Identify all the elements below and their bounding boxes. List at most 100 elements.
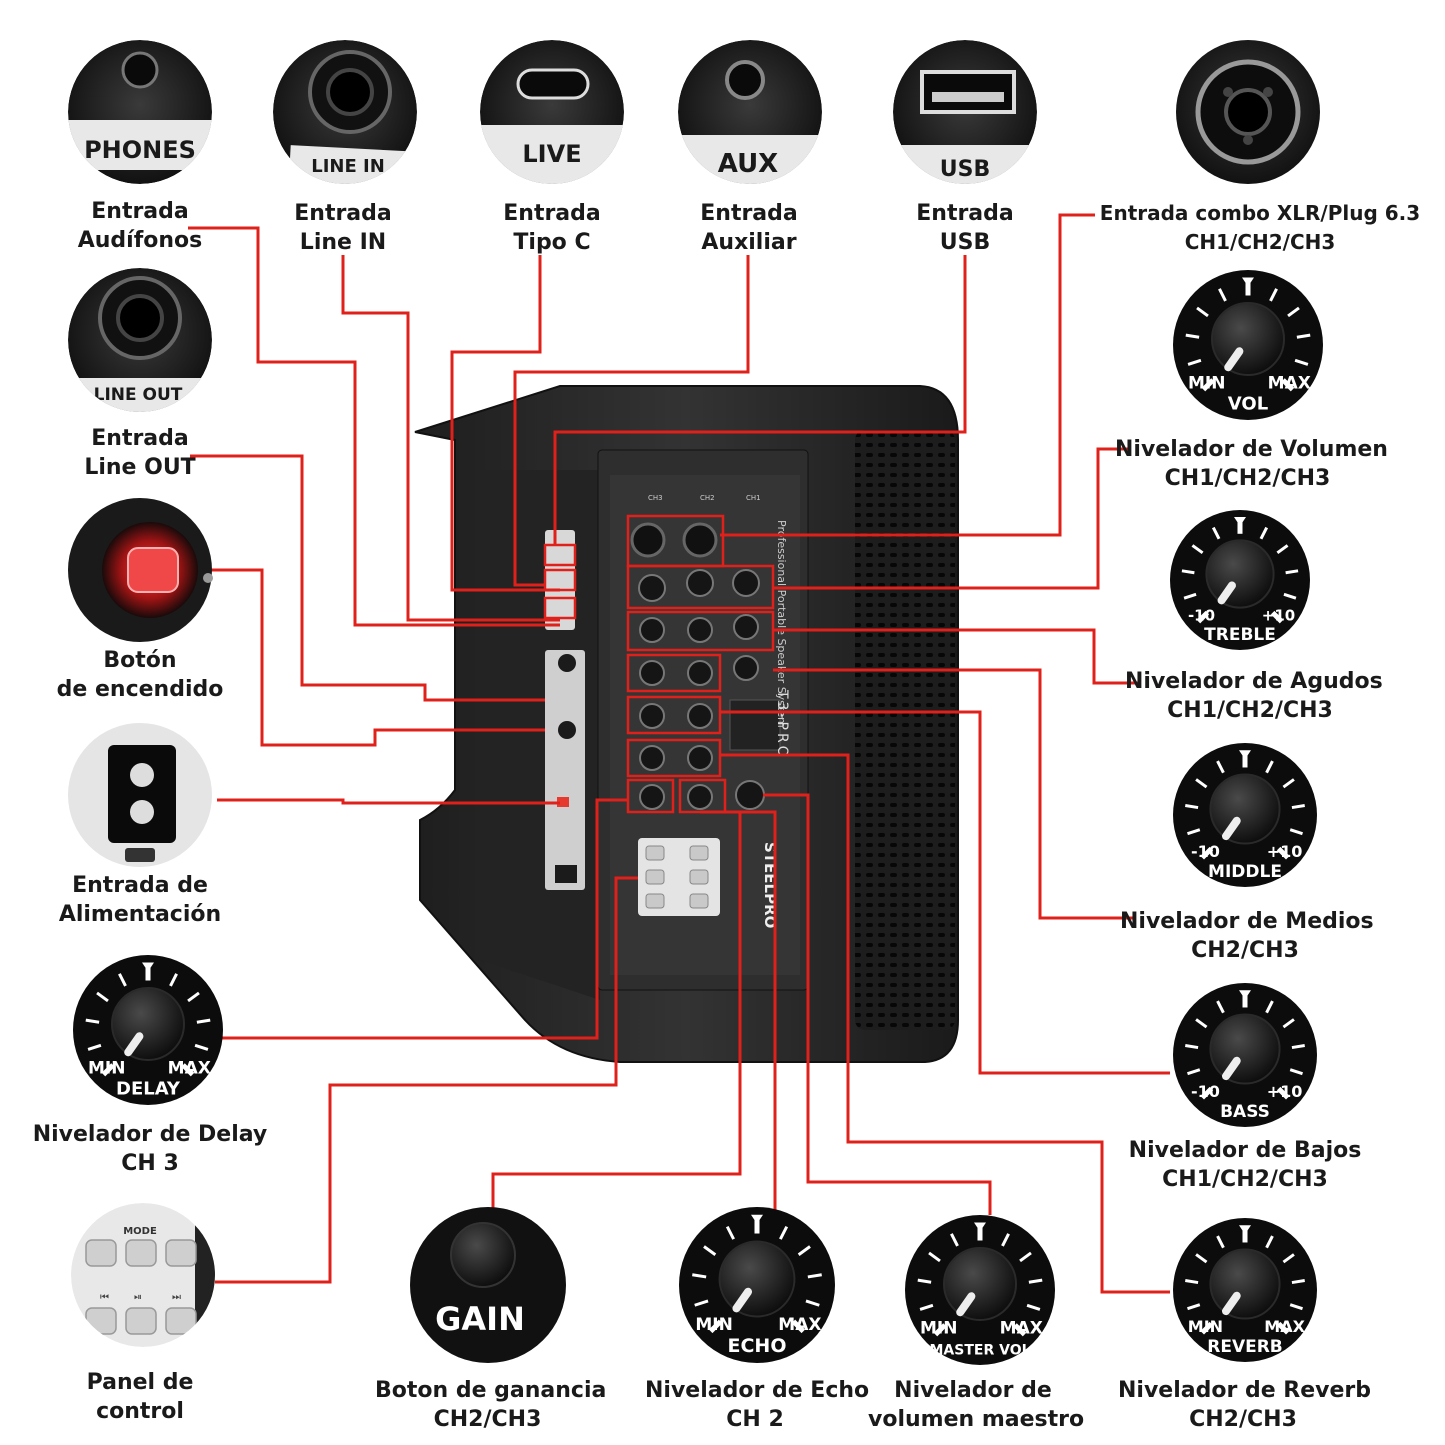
thumb-delay-label-text: DELAY [116,1079,181,1100]
callout-echo-line2: CH 2 [726,1407,784,1432]
callout-delay-line2: CH 3 [121,1151,179,1176]
thumb-gain: GAIN [410,1207,566,1363]
callout-delay-line1: Nivelador de Delay [32,1122,268,1147]
thumb-phones: PHONES [68,40,212,184]
thumb-live-text: LIVE [522,140,581,168]
callout-xlr-line2: CH1/CH2/CH3 [1184,230,1336,254]
thumb-line-out: LINE OUT [68,268,212,412]
thumb-power-button [68,498,213,642]
thumb-vol-high-text: MAX [1268,374,1311,394]
thumb-treble-low-text: -10 [1188,607,1215,625]
speaker-tagline: Professional Portable Speaker System [775,520,788,728]
callout-bass-line2: CH1/CH2/CH3 [1162,1167,1328,1192]
speaker-model: T3-PRO [774,689,790,760]
callout-reverb-line2: CH2/CH3 [1189,1407,1297,1432]
speaker-ch-label-2: CH2 [700,494,715,502]
callout-volume-line1: Nivelador de Volumen [1115,437,1388,462]
thumb-middle-low-text: -10 [1191,842,1220,861]
callout-aux-line1: Entrada [700,201,798,226]
callout-master-line2: volumen maestro [868,1407,1085,1432]
thumb-echo-low-text: MIN [695,1315,732,1335]
callout-control-panel: Panel de control [60,1368,220,1426]
callout-phones-line1: Entrada [91,199,189,224]
io-strip-top [545,530,575,630]
callout-power-button-line2: de encendido [56,677,224,702]
thumb-control-panel: MODE ⏮ ⏯ ⏭ [71,1203,215,1347]
callout-line-in-line1: Entrada [294,201,392,226]
svg-text:⏮: ⏮ [100,1292,109,1303]
callout-aux-line2: Auxiliar [701,230,797,255]
thumb-usb: USB [893,40,1037,184]
thumb-reverb-high-text: MAX [1264,1317,1305,1336]
callout-treble: Nivelador de Agudos CH1/CH2/CH3 [1125,667,1383,725]
callout-usb-line1: Entrada [916,201,1014,226]
thumb-delay-low-text: MIN [88,1059,125,1079]
thumb-line-in: LINE IN [273,40,417,184]
svg-text:⏭: ⏭ [172,1292,181,1303]
callout-line-out: Entrada Line OUT [60,424,220,482]
callout-type-c: Entrada Tipo C [472,199,632,257]
callout-bass-line1: Nivelador de Bajos [1128,1138,1362,1163]
svg-text:⏯: ⏯ [134,1292,142,1303]
callout-xlr-line1: Entrada combo XLR/Plug 6.3 [1099,201,1421,225]
callout-xlr: Entrada combo XLR/Plug 6.3 CH1/CH2/CH3 [1090,199,1430,257]
thumb-vol-label-text: VOL [1228,394,1268,415]
callout-treble-line2: CH1/CH2/CH3 [1167,698,1333,723]
callout-type-c-line1: Entrada [503,201,601,226]
callout-power-input-line2: Alimentación [58,902,222,927]
callout-phones-line2: Audífonos [77,228,203,253]
callout-echo-line1: Nivelador de Echo [645,1378,870,1403]
thumb-mode-text: MODE [123,1226,157,1237]
callout-line-out-line2: Line OUT [84,455,196,480]
thumb-middle-high-text: +10 [1267,842,1303,861]
callout-master-line1: Nivelador de [894,1378,1052,1403]
callout-echo: Nivelador de Echo CH 2 [645,1376,870,1434]
callout-power-button-line1: Botón [103,648,177,673]
speaker-grille [855,430,955,1030]
thumb-bass-low-text: -10 [1191,1082,1220,1101]
thumb-treble-high-text: +10 [1262,607,1295,625]
thumb-gain-text: GAIN [435,1300,525,1338]
callout-line-in: Entrada Line IN [263,199,423,257]
callout-control-panel-line2: control [96,1399,184,1424]
callout-power-input: Entrada de Alimentación [50,871,230,929]
callout-control-panel-line1: Panel de [86,1370,194,1395]
leader-lines [188,213,1170,1294]
callout-delay: Nivelador de Delay CH 3 [30,1120,270,1178]
callout-reverb-line1: Nivelador de Reverb [1118,1378,1372,1403]
callout-middle-line2: CH2/CH3 [1191,938,1299,963]
callout-phones: Entrada Audífonos [60,197,220,255]
callout-usb-line2: USB [939,230,991,255]
callout-treble-line1: Nivelador de Agudos [1125,669,1383,694]
thumb-delay-high-text: MAX [168,1059,211,1079]
callout-line-in-line2: Line IN [299,230,387,255]
thumb-aux: AUX [678,40,822,184]
thumb-echo-high-text: MAX [778,1315,821,1335]
callout-line-out-line1: Entrada [91,426,189,451]
thumb-knob-master: MIN MAX MASTER VOL [905,1215,1055,1365]
thumb-master-label-text: MASTER VOL [929,1343,1030,1359]
callout-gain-line2: CH2/CH3 [433,1407,542,1432]
thumb-power-inlet [68,723,212,867]
thumb-echo-label-text: ECHO [728,1335,787,1357]
callout-aux: Entrada Auxiliar [669,199,829,257]
thumb-master-high-text: MAX [1000,1319,1043,1339]
callout-power-input-line1: Entrada de [72,873,208,898]
callout-type-c-line2: Tipo C [513,230,591,255]
thumb-phones-text: PHONES [84,136,196,164]
thumb-vol-low-text: MIN [1188,374,1225,394]
speaker-body: Professional Portable Speaker System T3-… [414,385,959,1063]
thumb-master-low-text: MIN [920,1319,957,1339]
thumb-line-out-text: LINE OUT [94,385,183,405]
thumb-middle-label-text: MIDDLE [1208,862,1282,882]
thumb-bass-high-text: +10 [1267,1082,1303,1101]
thumb-aux-text: AUX [718,149,778,179]
io-strip-bottom [545,650,585,890]
